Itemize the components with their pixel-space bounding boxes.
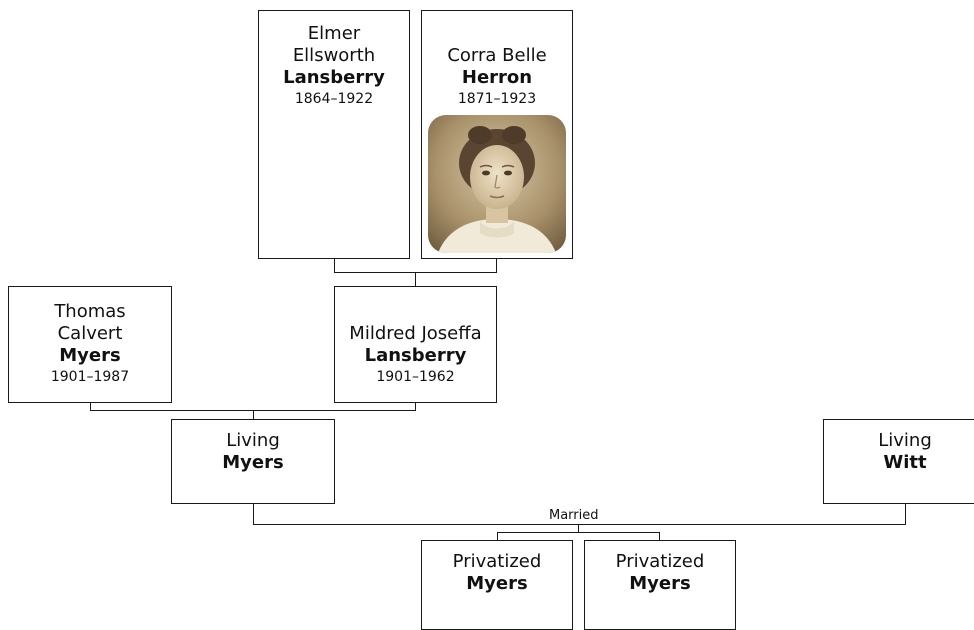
- given-name: Thomas: [54, 301, 126, 322]
- given-name: Privatized: [452, 551, 542, 572]
- given-name: Calvert: [57, 323, 123, 344]
- connector-line: [659, 532, 660, 540]
- portrait-photo: [428, 115, 566, 253]
- given-name: Elmer: [307, 23, 361, 44]
- person-card-corra-herron[interactable]: Corra Belle Herron 1871–1923: [421, 10, 573, 259]
- given-name: Privatized: [615, 551, 705, 572]
- married-label: Married: [548, 508, 600, 524]
- surname: Myers: [629, 573, 691, 594]
- life-dates: 1901–1962: [376, 369, 455, 385]
- given-name: Living: [878, 430, 932, 451]
- surname: Herron: [461, 67, 533, 88]
- connector-line: [90, 402, 91, 410]
- surname: Lansberry: [364, 345, 467, 366]
- connector-line: [415, 272, 416, 286]
- person-card-living-myers[interactable]: Living Myers: [171, 419, 335, 504]
- connector-line: [578, 524, 579, 532]
- person-card-mildred-lansberry[interactable]: Mildred Joseffa Lansberry 1901–1962: [334, 286, 497, 403]
- person-card-privatized-myers-1[interactable]: Privatized Myers: [421, 540, 573, 630]
- given-name: Corra Belle: [447, 45, 547, 66]
- surname: Myers: [222, 452, 284, 473]
- connector-line: [496, 258, 497, 272]
- person-card-elmer-lansberry[interactable]: Elmer Ellsworth Lansberry 1864–1922: [258, 10, 410, 259]
- given-name: Ellsworth: [292, 45, 376, 66]
- marriage-line: [253, 524, 906, 525]
- connector-line: [905, 503, 906, 524]
- surname: Myers: [466, 573, 528, 594]
- surname: Lansberry: [283, 67, 385, 88]
- connector-line: [497, 532, 498, 540]
- given-name: Mildred Joseffa: [349, 323, 482, 344]
- connector-line: [415, 402, 416, 410]
- person-card-living-witt[interactable]: Living Witt: [823, 419, 974, 504]
- connector-line: [253, 410, 254, 419]
- connector-line: [253, 503, 254, 524]
- life-dates: 1864–1922: [294, 91, 374, 107]
- given-name: Living: [226, 430, 280, 451]
- life-dates: 1901–1987: [50, 369, 130, 385]
- surname: Witt: [883, 452, 927, 473]
- life-dates: 1871–1923: [457, 91, 537, 107]
- connector-line: [497, 532, 660, 533]
- person-card-thomas-myers[interactable]: Thomas Calvert Myers 1901–1987: [8, 286, 172, 403]
- person-card-privatized-myers-2[interactable]: Privatized Myers: [584, 540, 736, 630]
- connector-line: [334, 258, 335, 272]
- surname: Myers: [59, 345, 121, 366]
